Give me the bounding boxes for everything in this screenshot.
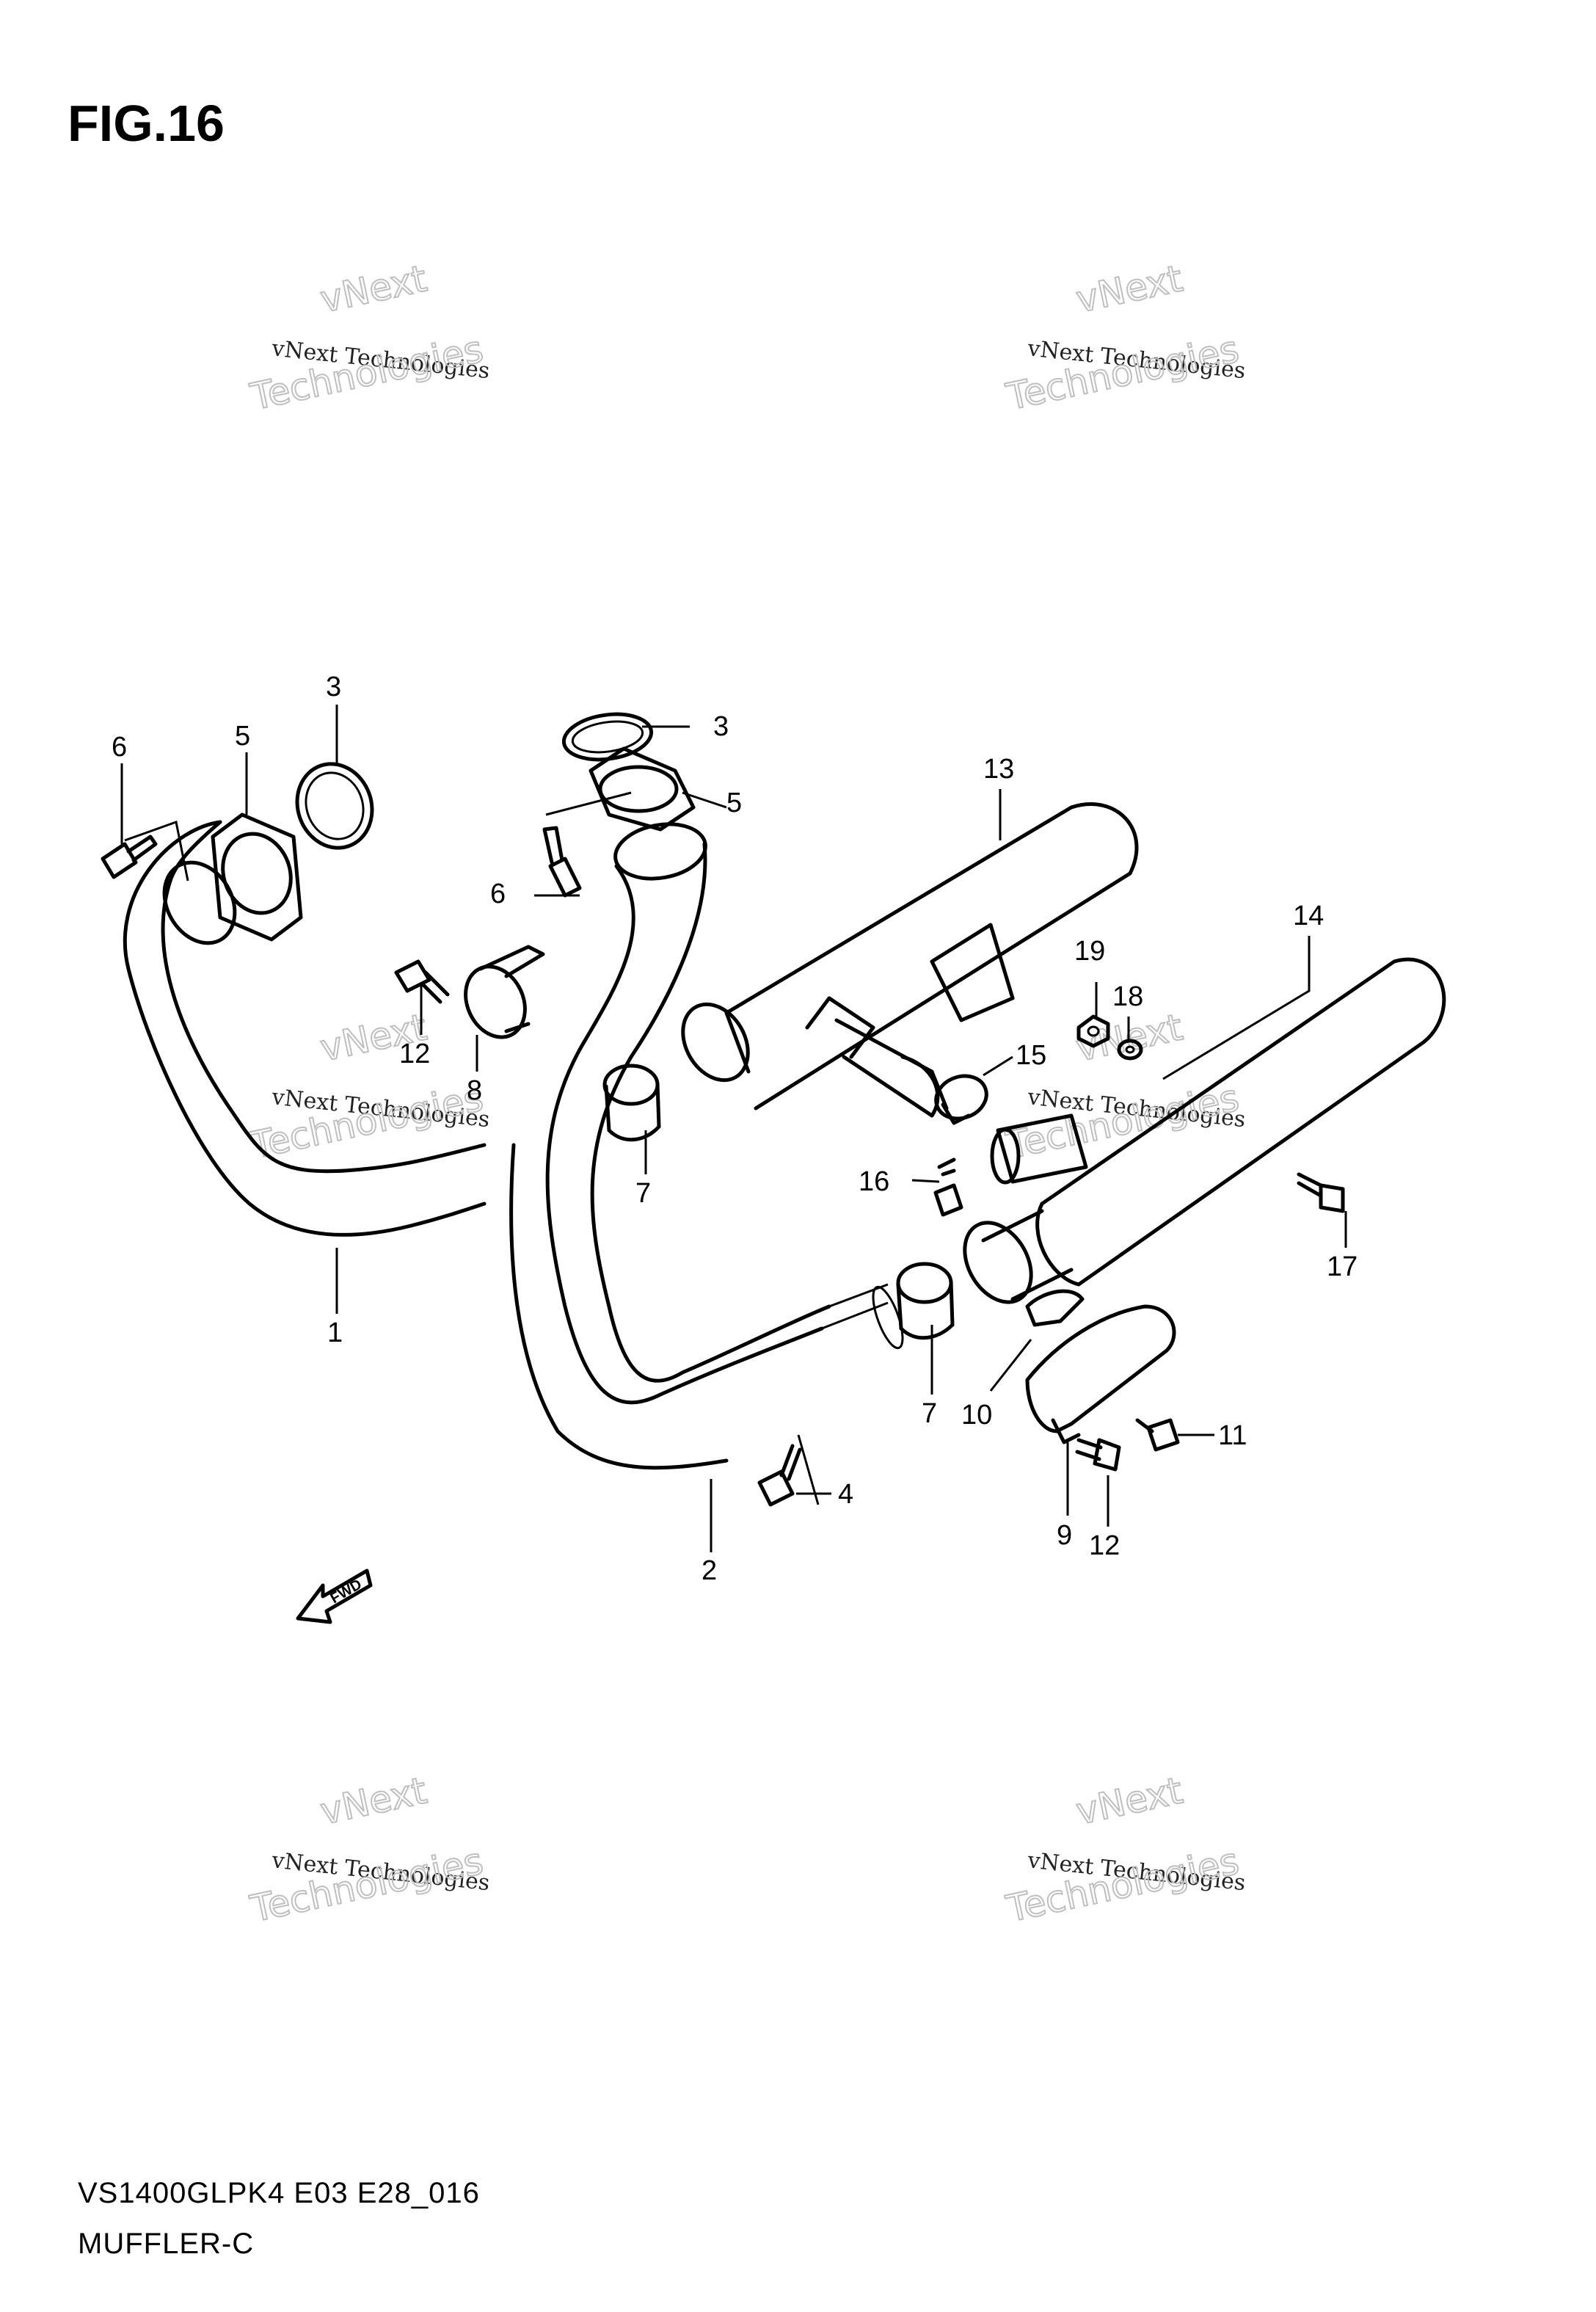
callout-7-lower: 7: [922, 1398, 937, 1429]
exhaust-pipe-front: [123, 820, 487, 1237]
washer-18: [1117, 1039, 1143, 1061]
bolt-17: [1297, 1172, 1345, 1213]
callout-13: 13: [983, 754, 1014, 785]
sleeve-7-lower: [896, 1262, 955, 1340]
gasket-left: [295, 762, 374, 850]
callout-17: 17: [1327, 1251, 1358, 1282]
watermark-top-left: vNext vNext Technologies Technologies: [246, 256, 491, 419]
bolt-11: [1135, 1418, 1180, 1452]
callout-4: 4: [838, 1479, 853, 1510]
connector-pipe: [990, 1113, 1088, 1185]
callout-11: 11: [1218, 1420, 1247, 1451]
watermark-bottom-left: vNext vNext Technologies Technologies: [246, 1768, 491, 1931]
watermark-bottom-right: vNext vNext Technologies Technologies: [1002, 1768, 1247, 1931]
flange-left: [211, 813, 303, 942]
watermark-middle-left: vNext vNext Technologies Technologies: [246, 1005, 491, 1168]
clamp-8: [464, 945, 545, 1039]
watermark-top-right: vNext vNext Technologies Technologies: [1002, 256, 1247, 419]
callout-5-right: 5: [726, 788, 742, 818]
callout-7-upper: 7: [635, 1178, 651, 1209]
callout-15: 15: [1016, 1040, 1046, 1071]
svg-text:vNext: vNext: [317, 257, 431, 321]
callout-3-right: 3: [713, 711, 729, 742]
clamp-10: [1025, 1289, 1085, 1327]
bolt-12-upper: [394, 959, 450, 1004]
nut-19: [1076, 1014, 1110, 1048]
callout-12-lower: 12: [1089, 1530, 1120, 1561]
callout-9: 9: [1057, 1520, 1072, 1551]
gasket-left-inner: [305, 771, 365, 840]
model-code: VS1400GLPK4 E03 E28_016: [78, 2177, 480, 2209]
bolt-6-right: [542, 826, 582, 898]
callout-16: 16: [859, 1166, 889, 1197]
muffler-lower: [963, 957, 1446, 1304]
callout-12-upper: 12: [399, 1039, 430, 1069]
bolt-16: [933, 1157, 963, 1217]
bolt-12-lower: [1075, 1438, 1121, 1472]
figure-title: FIG.16: [68, 95, 225, 152]
sleeve-7-upper: [602, 1064, 661, 1142]
callout-5-left: 5: [235, 721, 250, 752]
exhaust-pipe-rear: [509, 822, 904, 1470]
svg-text:vNext: vNext: [1073, 257, 1187, 321]
section-name: MUFFLER-C: [78, 2228, 255, 2260]
callout-1: 1: [327, 1317, 343, 1348]
callout-2: 2: [702, 1555, 717, 1586]
clamp-15: [934, 1074, 988, 1125]
callout-18: 18: [1112, 981, 1143, 1012]
callout-8: 8: [467, 1075, 482, 1106]
callout-19: 19: [1074, 936, 1105, 967]
muffler-upper: [681, 802, 1139, 1118]
clamp-9-heatshield: [1025, 1304, 1176, 1444]
bolt-6-left: [101, 835, 158, 879]
gasket-right-inner: [571, 720, 644, 754]
flange-right: [589, 746, 696, 832]
svg-text:vNext: vNext: [1073, 1769, 1187, 1833]
callout-6-right: 6: [490, 879, 506, 909]
bolt-4: [757, 1444, 802, 1507]
callout-10: 10: [961, 1400, 992, 1431]
callout-3-left: 3: [326, 672, 341, 702]
callout-14: 14: [1293, 901, 1324, 931]
callout-6-left: 6: [112, 732, 127, 763]
leader-lines: [120, 705, 1347, 1552]
svg-text:vNext: vNext: [317, 1769, 431, 1833]
fwd-arrow-icon: FWD: [296, 1568, 373, 1624]
